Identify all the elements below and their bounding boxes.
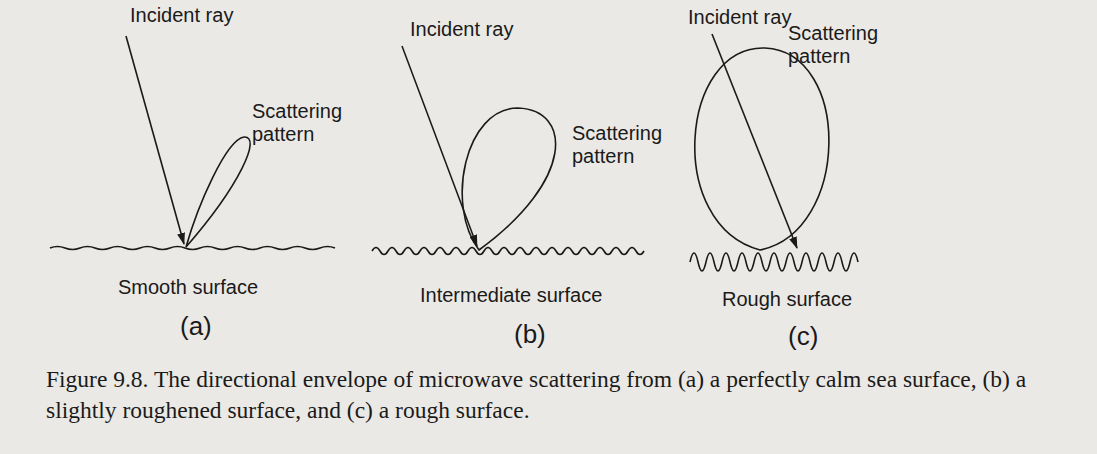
pattern-label: Scattering pattern [788, 22, 892, 68]
surface-label: Smooth surface [118, 276, 258, 299]
pattern-label: Scattering pattern [252, 100, 356, 146]
surface-label: Rough surface [722, 288, 852, 311]
intermediate-surface [372, 248, 644, 255]
scattering-lobe [186, 137, 250, 247]
incident-ray [126, 36, 184, 244]
panel-letter: (a) [180, 312, 212, 342]
scattering-lobe [462, 108, 555, 250]
smooth-surface [50, 247, 335, 250]
surface-label: Intermediate surface [420, 284, 602, 307]
incident-ray [712, 34, 797, 248]
rough-surface [690, 253, 858, 271]
pattern-label: Scattering pattern [572, 122, 676, 168]
ray-label: Incident ray [688, 6, 791, 29]
scattering-lobe [695, 48, 829, 250]
panel-letter: (c) [788, 322, 818, 352]
panel-letter: (b) [514, 320, 546, 350]
incident-ray [402, 46, 477, 246]
figure-caption: Figure 9.8. The directional envelope of … [46, 364, 1056, 425]
ray-label: Incident ray [130, 4, 233, 27]
ray-label: Incident ray [410, 18, 513, 41]
